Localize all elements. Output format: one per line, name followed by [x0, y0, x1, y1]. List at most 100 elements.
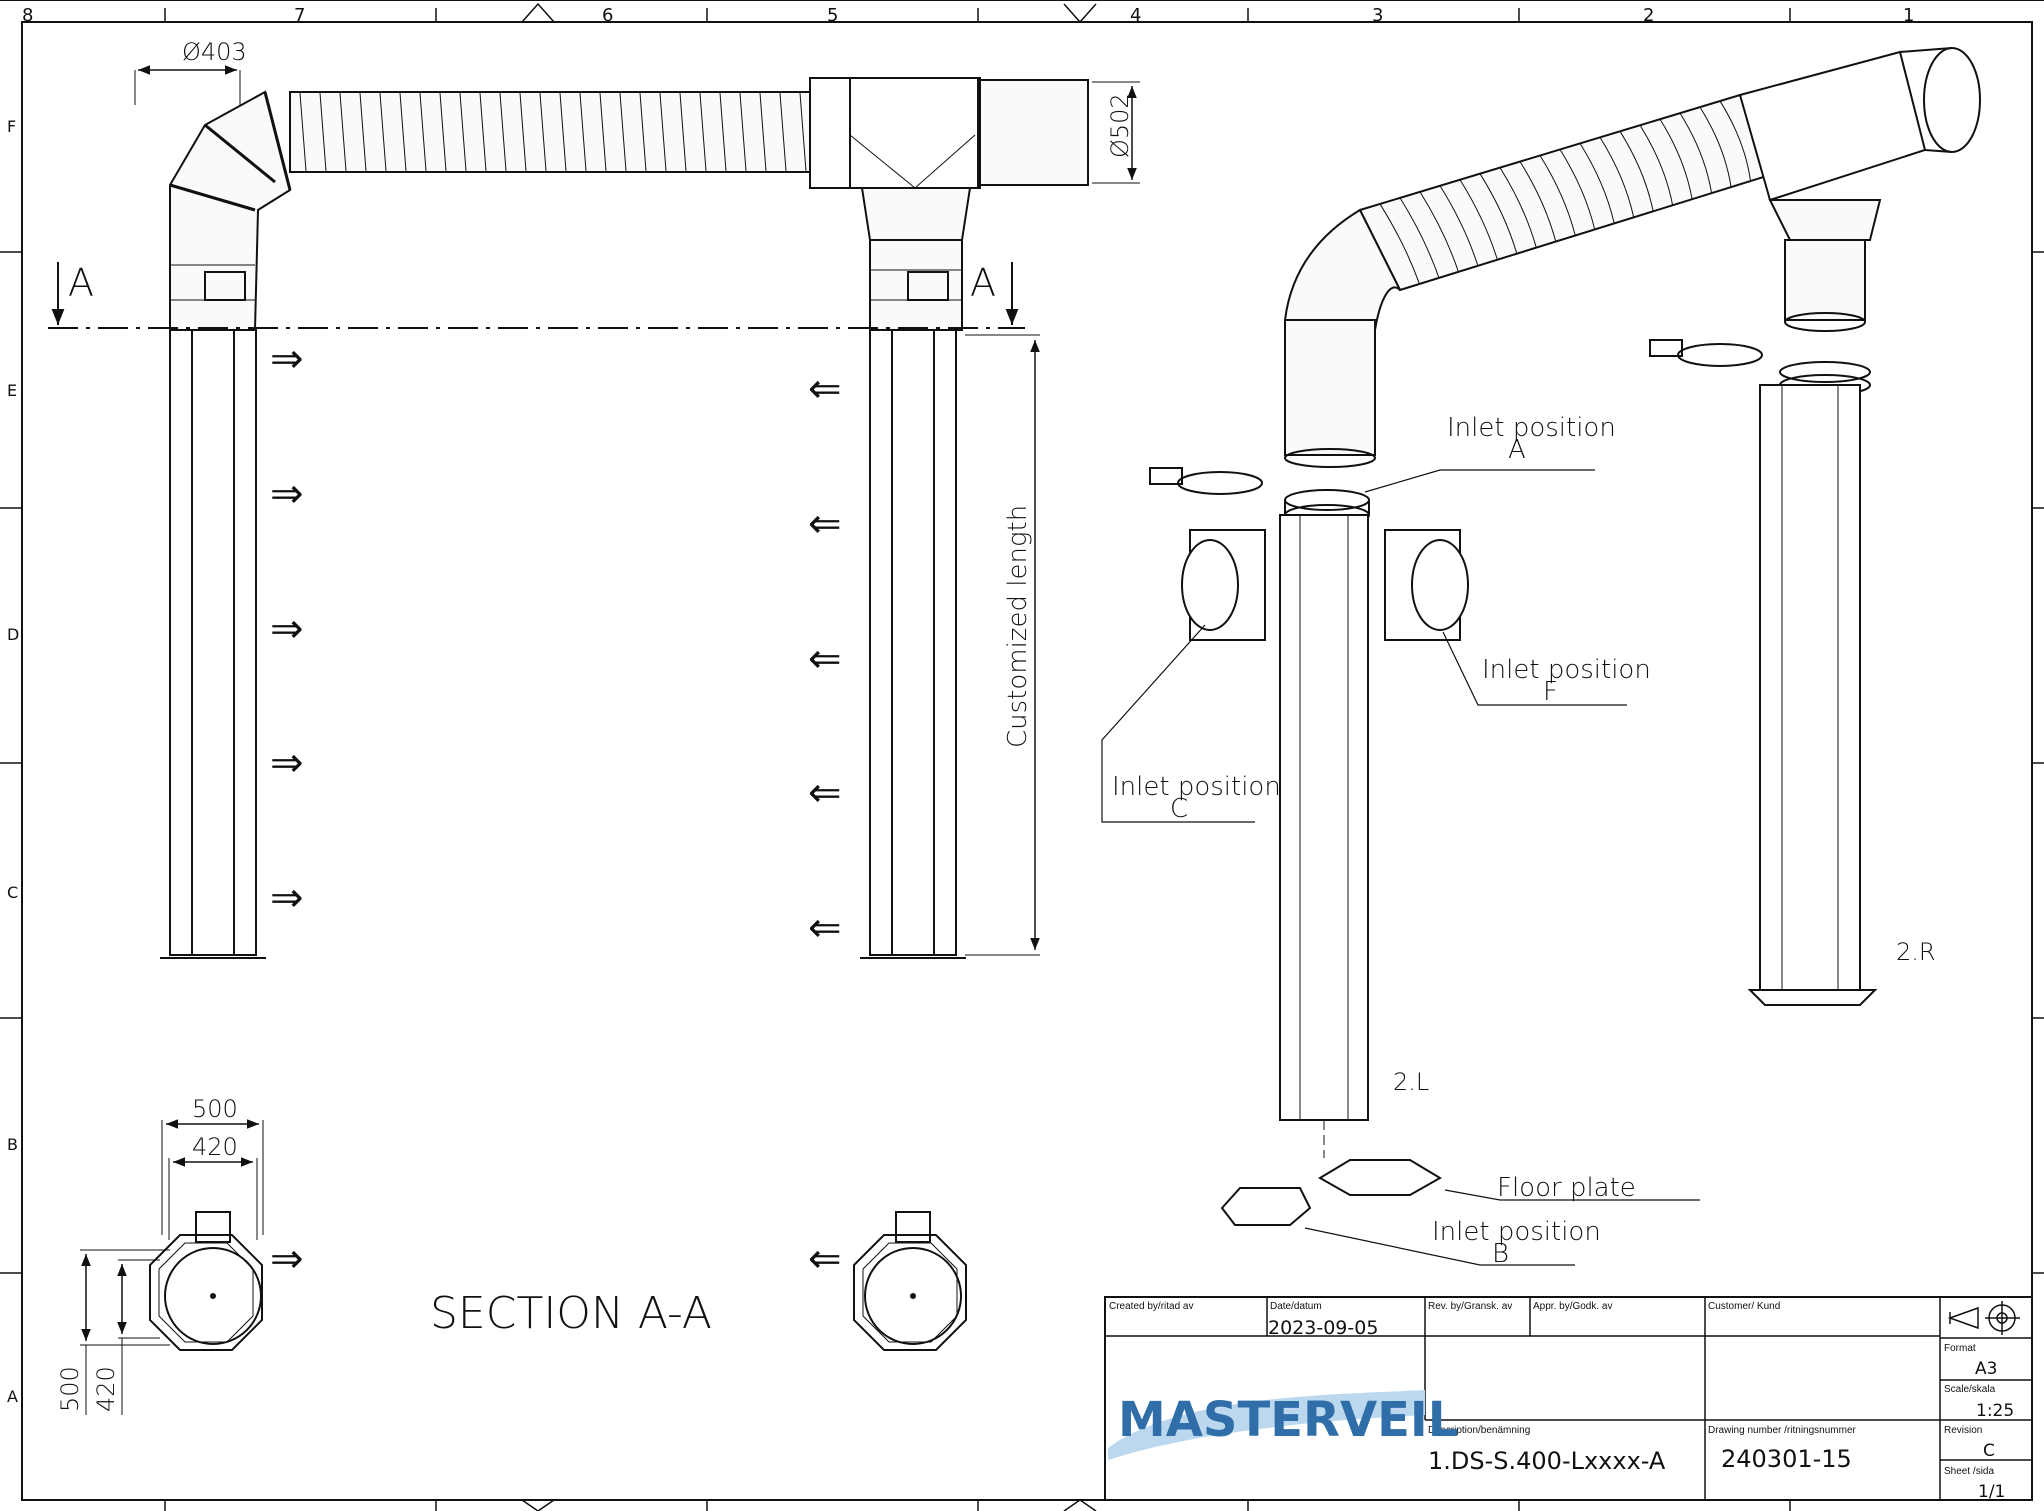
iso-duct-ribs [1379, 100, 1752, 285]
spiral-rib [499, 92, 507, 172]
spiral-rib [319, 92, 327, 172]
sheet-label: Sheet /sida [1944, 1466, 1994, 1477]
iso-duct-rib [1579, 143, 1615, 224]
drawing-number-label: Drawing number /ritningsnummer [1708, 1425, 1857, 1436]
scale-value: 1:25 [1976, 1401, 2014, 1421]
row-b: B [7, 1135, 18, 1154]
airflow-left-arrow: ⇐ [808, 366, 842, 412]
col-2: 2 [1643, 5, 1654, 26]
spiral-rib [799, 92, 807, 172]
rev-by-label: Rev. by/Gransk. av [1428, 1301, 1512, 1312]
title-block-text: Created by/ritad av Date/datum 2023-09-0… [1109, 1301, 2014, 1502]
spiral-rib [779, 92, 787, 172]
airflow-arrows: ⇒ ⇒ ⇒ ⇒ ⇒ ⇐ ⇐ ⇐ ⇐ ⇐ ⇒ ⇐ [270, 336, 842, 1282]
format-label: Format [1944, 1343, 1976, 1354]
section-marker-left: A [68, 261, 94, 305]
date-label: Date/datum [1270, 1301, 1322, 1312]
left-elbow [169, 90, 292, 331]
iso-duct-rib [1519, 161, 1557, 242]
logo-text: MASTERVEIL [1118, 1392, 1458, 1448]
front-view [48, 65, 1140, 959]
row-a: A [7, 1387, 18, 1406]
appr-by-label: Appr. by/Godk. av [1533, 1301, 1613, 1312]
col-5: 5 [827, 5, 838, 26]
spiral-rib [439, 92, 447, 172]
part-2r-label: 2.R [1896, 938, 1936, 966]
section-dim-420: 420 [192, 1133, 238, 1161]
iso-duct-rib [1459, 179, 1498, 260]
inlet-b-letter: B [1492, 1239, 1509, 1269]
spiral-rib [559, 92, 567, 172]
col-3: 3 [1372, 5, 1383, 26]
spiral-rib [679, 92, 687, 172]
section-dim-500: 500 [192, 1095, 238, 1123]
floor-plate-label: Floor plate [1497, 1173, 1636, 1203]
airflow-left-arrow: ⇐ [808, 1236, 842, 1282]
iso-duct-rib [1439, 185, 1479, 266]
revision-value: C [1983, 1441, 1995, 1461]
iso-duct-rib [1419, 191, 1459, 273]
tee-fitting [809, 77, 981, 189]
col-4: 4 [1130, 5, 1141, 26]
row-d: D [7, 625, 19, 644]
iso-duct-rib [1619, 131, 1654, 212]
section-right [853, 1211, 967, 1351]
spiral-rib [299, 92, 307, 172]
column-right [869, 329, 957, 956]
spiral-rib [399, 92, 407, 172]
column-left [169, 329, 257, 956]
spiral-rib [719, 92, 727, 172]
spiral-ribs [299, 92, 807, 172]
inlet-c-label: Inlet position [1112, 772, 1281, 802]
spiral-rib [379, 92, 387, 172]
spiral-rib [699, 92, 707, 172]
airflow-right-arrow: ⇒ [270, 740, 304, 786]
inlet-c-letter: C [1170, 794, 1188, 824]
iso-duct-rib [1479, 173, 1518, 254]
spiral-rib [339, 92, 347, 172]
date-value: 2023-09-05 [1268, 1317, 1378, 1339]
sheet-value: 1/1 [1978, 1482, 2005, 1502]
iso-floor-plate-2 [1220, 1187, 1312, 1226]
inlet-f-letter: F [1543, 677, 1558, 707]
spiral-rib [519, 92, 527, 172]
spiral-rib [579, 92, 587, 172]
spiral-rib [739, 92, 747, 172]
airflow-right-arrow: ⇒ [270, 875, 304, 921]
title-block [1104, 1296, 2033, 1501]
spiral-rib [599, 92, 607, 172]
airflow-right-arrow: ⇒ [270, 1236, 304, 1282]
clamp-bracket-right [907, 271, 949, 301]
section-dim-420-vertical: 420 [92, 1366, 120, 1412]
revision-label: Revision [1944, 1425, 1982, 1436]
customer-label: Customer/ Kund [1708, 1301, 1780, 1312]
clamp-bracket-left [204, 271, 246, 301]
iso-duct-rib [1659, 118, 1693, 200]
spiral-duct [289, 91, 811, 173]
spiral-rib [639, 92, 647, 172]
spiral-rib [359, 92, 367, 172]
airflow-left-arrow: ⇐ [808, 636, 842, 682]
iso-duct-rib [1719, 100, 1752, 182]
airflow-right-arrow: ⇒ [270, 606, 304, 652]
iso-spiral-duct [1358, 93, 1772, 292]
iso-duct-rib [1679, 112, 1713, 194]
iso-duct-rib [1559, 149, 1596, 230]
column-labels: 8 7 6 5 4 3 2 1 [22, 5, 1914, 26]
airflow-left-arrow: ⇐ [808, 770, 842, 816]
customized-length-label: Customized length [1003, 505, 1033, 748]
airflow-left-arrow: ⇐ [808, 905, 842, 951]
airflow-right-arrow: ⇒ [270, 336, 304, 382]
section-view [80, 1119, 967, 1415]
iso-duct-rib [1539, 155, 1576, 236]
section-marker-right: A [970, 261, 996, 305]
part-2l-label: 2.L [1393, 1068, 1429, 1096]
diameter-right-label: Ø502 [1106, 93, 1134, 158]
created-by-label: Created by/ritad av [1109, 1301, 1194, 1312]
diameter-top-label: Ø403 [182, 38, 247, 66]
row-e: E [7, 381, 17, 400]
spiral-rib [459, 92, 467, 172]
iso-duct-rib [1379, 203, 1420, 285]
